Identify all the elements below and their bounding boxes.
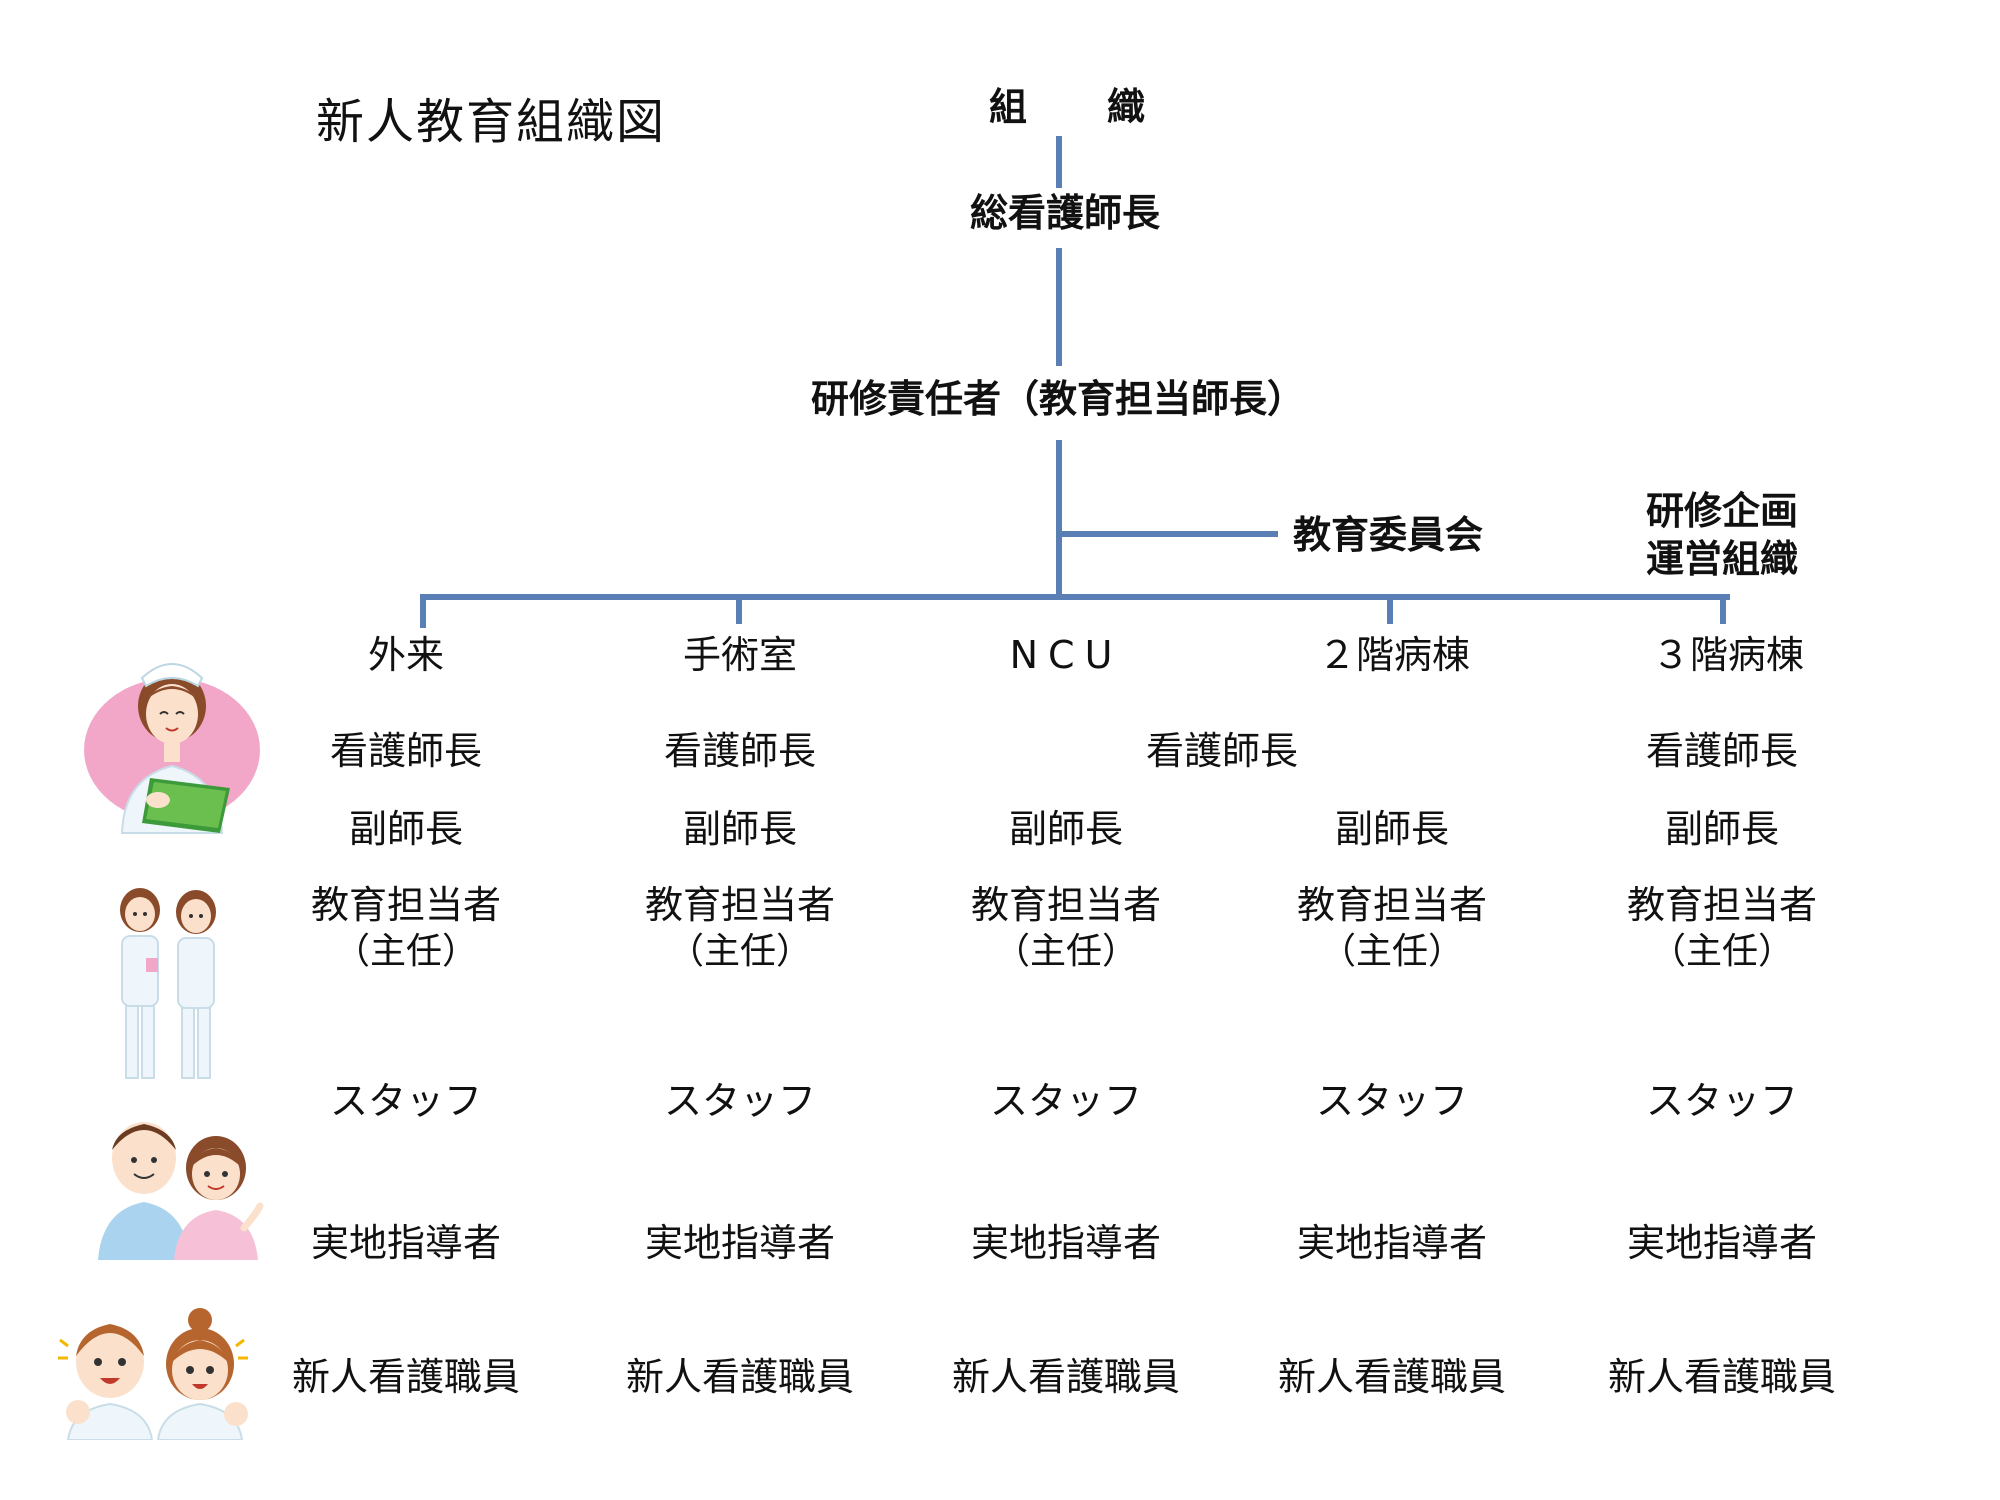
vice-head-col2: 副師長: [682, 807, 798, 851]
planning-org-line2: 運営組織: [1645, 537, 1799, 581]
staff-col1: スタッフ: [329, 1079, 483, 1123]
educator-sub-col5: （主任）: [1649, 931, 1795, 972]
preceptor-col2: 実地指導者: [644, 1221, 836, 1265]
training-head-label: 研修責任者（教育担当師長）: [810, 377, 1306, 421]
connector-dept-2: [736, 594, 742, 624]
head-nurse-col5: 看護師長: [1645, 729, 1799, 773]
educator-col2: 教育担当者: [644, 883, 836, 927]
dept-operating-room: 手術室: [682, 633, 798, 677]
connector-committee: [1056, 531, 1278, 537]
connector-dept-4: [1387, 594, 1393, 624]
vice-head-col4: 副師長: [1334, 807, 1450, 851]
educator-sub-col3: （主任）: [993, 931, 1139, 972]
dept-outpatient: 外来: [367, 633, 445, 677]
committee-label: 教育委員会: [1292, 513, 1484, 557]
new-nurse-pair-illustration: [54, 1300, 254, 1441]
root-label-left: 組: [988, 85, 1028, 129]
preceptor-col5: 実地指導者: [1626, 1221, 1818, 1265]
new-nurse-col2: 新人看護職員: [625, 1355, 855, 1399]
connector-horizontal-bus: [420, 594, 1730, 600]
root-label-right: 織: [1106, 85, 1146, 129]
head-nurse-col2: 看護師長: [663, 729, 817, 773]
staff-col3: スタッフ: [989, 1079, 1143, 1123]
new-nurse-col1: 新人看護職員: [291, 1355, 521, 1399]
staff-col4: スタッフ: [1315, 1079, 1469, 1123]
new-nurse-col3: 新人看護職員: [951, 1355, 1181, 1399]
new-nurse-col5: 新人看護職員: [1607, 1355, 1837, 1399]
educator-sub-col4: （主任）: [1319, 931, 1465, 972]
educator-col4: 教育担当者: [1296, 883, 1488, 927]
new-nurse-col4: 新人看護職員: [1277, 1355, 1507, 1399]
staff-pair-illustration: [94, 1110, 264, 1260]
connector-director-head: [1056, 248, 1062, 366]
head-nurse-col34: 看護師長: [1145, 729, 1299, 773]
staff-col2: スタッフ: [663, 1079, 817, 1123]
preceptor-col4: 実地指導者: [1296, 1221, 1488, 1265]
nurse-pair-illustration: [108, 880, 228, 1090]
connector-dept-5: [1720, 594, 1726, 624]
connector-root-director: [1056, 136, 1062, 188]
dept-ncu: NCU: [1009, 633, 1123, 677]
head-nurse-col1: 看護師長: [329, 729, 483, 773]
director-label: 総看護師長: [969, 191, 1161, 235]
page-title: 新人教育組織図: [316, 94, 667, 150]
educator-sub-col2: （主任）: [667, 931, 813, 972]
planning-org-line1: 研修企画: [1645, 489, 1799, 533]
preceptor-col1: 実地指導者: [310, 1221, 502, 1265]
educator-sub-col1: （主任）: [333, 931, 479, 972]
preceptor-col3: 実地指導者: [970, 1221, 1162, 1265]
connector-dept-1: [420, 594, 426, 628]
educator-col3: 教育担当者: [970, 883, 1162, 927]
dept-ward-3f: ３階病棟: [1651, 633, 1805, 677]
educator-col5: 教育担当者: [1626, 883, 1818, 927]
dept-ward-2f: ２階病棟: [1317, 633, 1471, 677]
vice-head-col3: 副師長: [1008, 807, 1124, 851]
head-nurse-illustration: [80, 628, 270, 848]
vice-head-col5: 副師長: [1664, 807, 1780, 851]
connector-head-branch: [1056, 440, 1062, 598]
educator-col1: 教育担当者: [310, 883, 502, 927]
staff-col5: スタッフ: [1645, 1079, 1799, 1123]
vice-head-col1: 副師長: [348, 807, 464, 851]
